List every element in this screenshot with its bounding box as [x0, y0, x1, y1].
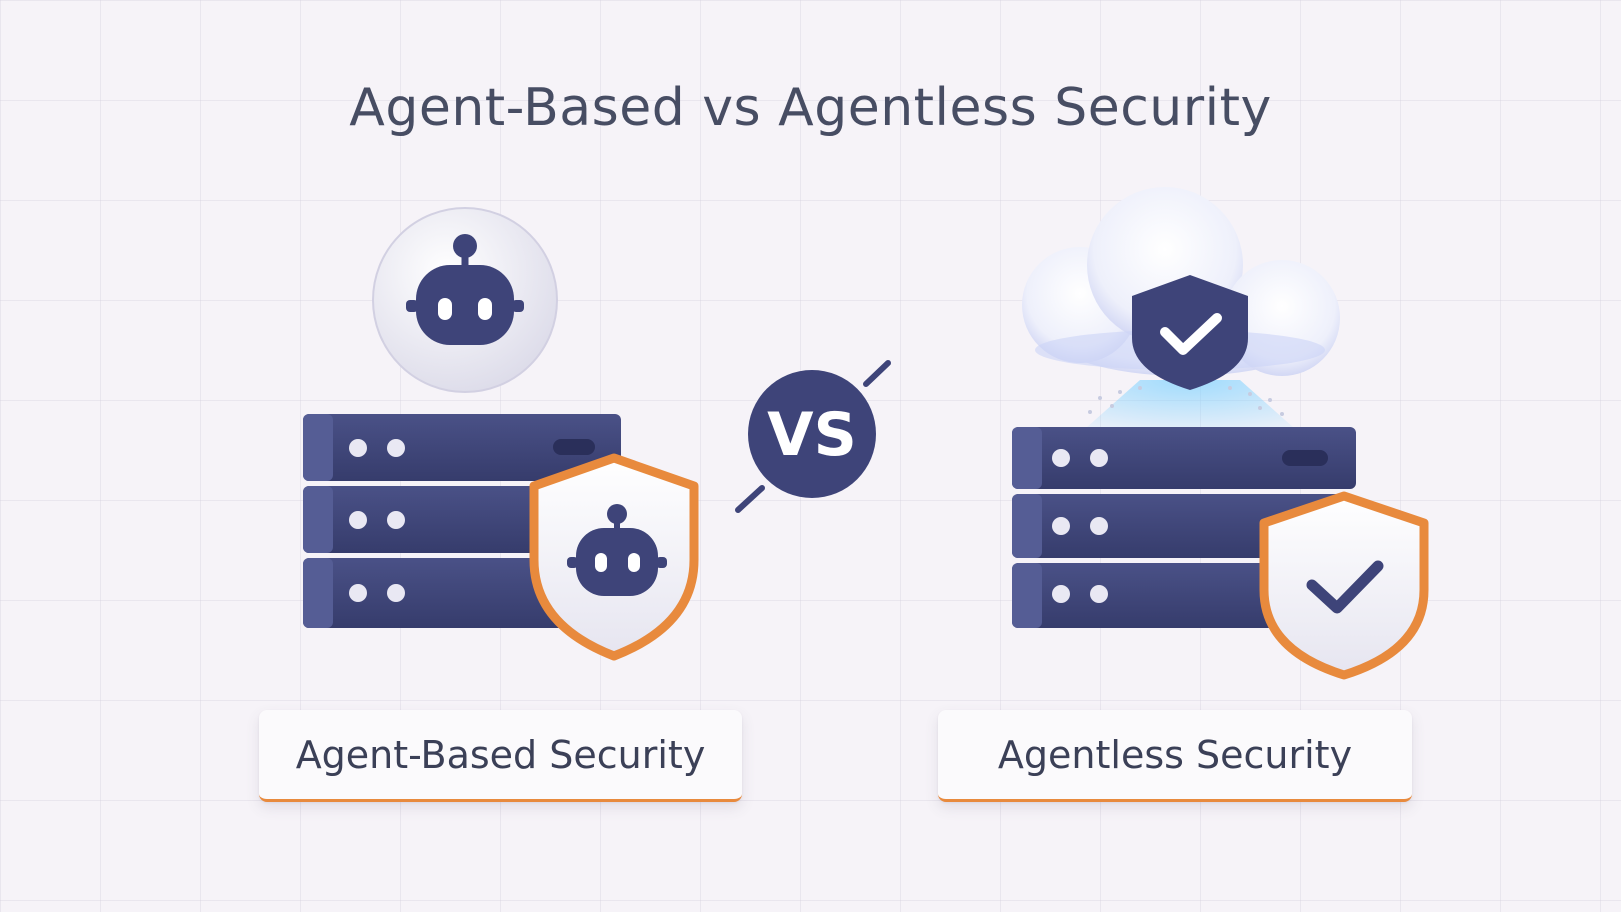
shield-check-icon: [1132, 275, 1248, 390]
agent-based-label: Agent-Based Security: [259, 710, 742, 802]
vs-badge: VS: [735, 360, 891, 513]
agentless-label: Agentless Security: [938, 710, 1412, 802]
vs-text: VS: [767, 400, 857, 470]
agentless-label-text: Agentless Security: [997, 732, 1353, 777]
shield-robot-icon: [529, 453, 699, 661]
agent-based-label-text: Agent-Based Security: [295, 732, 706, 777]
robot-icon: [406, 234, 524, 345]
robot-bubble: [372, 207, 558, 393]
shield-check-icon: [1259, 491, 1429, 680]
page-title: Agent-Based vs Agentless Security: [349, 78, 1272, 138]
